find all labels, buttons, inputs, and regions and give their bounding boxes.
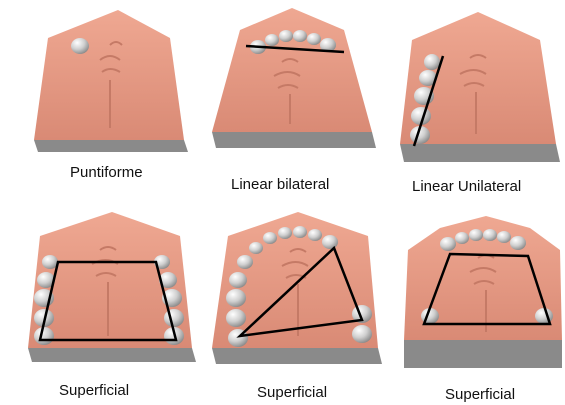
panel-superficial-triangle: [212, 212, 382, 364]
caption-linear-unilateral: Linear Unilateral: [412, 178, 521, 195]
tooth: [278, 227, 292, 239]
caption-puntiforme: Puntiforme: [70, 164, 143, 181]
tooth: [237, 255, 253, 269]
panel-linear-bilateral: [212, 8, 376, 148]
caption-superficial-2: Superficial: [257, 384, 327, 401]
model-base: [400, 144, 560, 162]
tooth: [279, 30, 293, 42]
model-base: [28, 348, 196, 362]
tooth: [71, 38, 89, 54]
caption-linear-bilateral: Linear bilateral: [231, 176, 329, 193]
tooth: [483, 229, 497, 241]
tooth: [424, 54, 440, 70]
model-base: [404, 340, 562, 368]
tooth: [307, 33, 321, 45]
tooth: [440, 237, 456, 251]
tooth: [226, 289, 246, 307]
caption-superficial-1: Superficial: [59, 382, 129, 399]
tooth: [249, 242, 263, 254]
tooth: [510, 236, 526, 250]
model-base: [212, 348, 382, 364]
tooth: [469, 229, 483, 241]
tooth: [34, 327, 54, 345]
tooth: [226, 309, 246, 327]
panel-puntiforme: [34, 10, 188, 152]
tooth: [229, 272, 247, 288]
tooth: [265, 34, 279, 46]
tooth: [497, 231, 511, 243]
model-base: [34, 140, 188, 152]
panel-superficial-wide: [404, 216, 562, 368]
panel-superficial-quadrilateral: [28, 212, 196, 362]
tooth: [263, 232, 277, 244]
tooth: [352, 325, 372, 343]
tooth: [322, 235, 338, 249]
caption-superficial-3: Superficial: [445, 386, 515, 403]
tooth: [308, 229, 322, 241]
tooth: [293, 30, 307, 42]
dental-cast: [212, 8, 372, 132]
tooth: [293, 226, 307, 238]
tooth: [455, 232, 469, 244]
model-base: [212, 132, 376, 148]
panel-linear-unilateral: [400, 12, 560, 162]
tooth: [164, 309, 184, 327]
